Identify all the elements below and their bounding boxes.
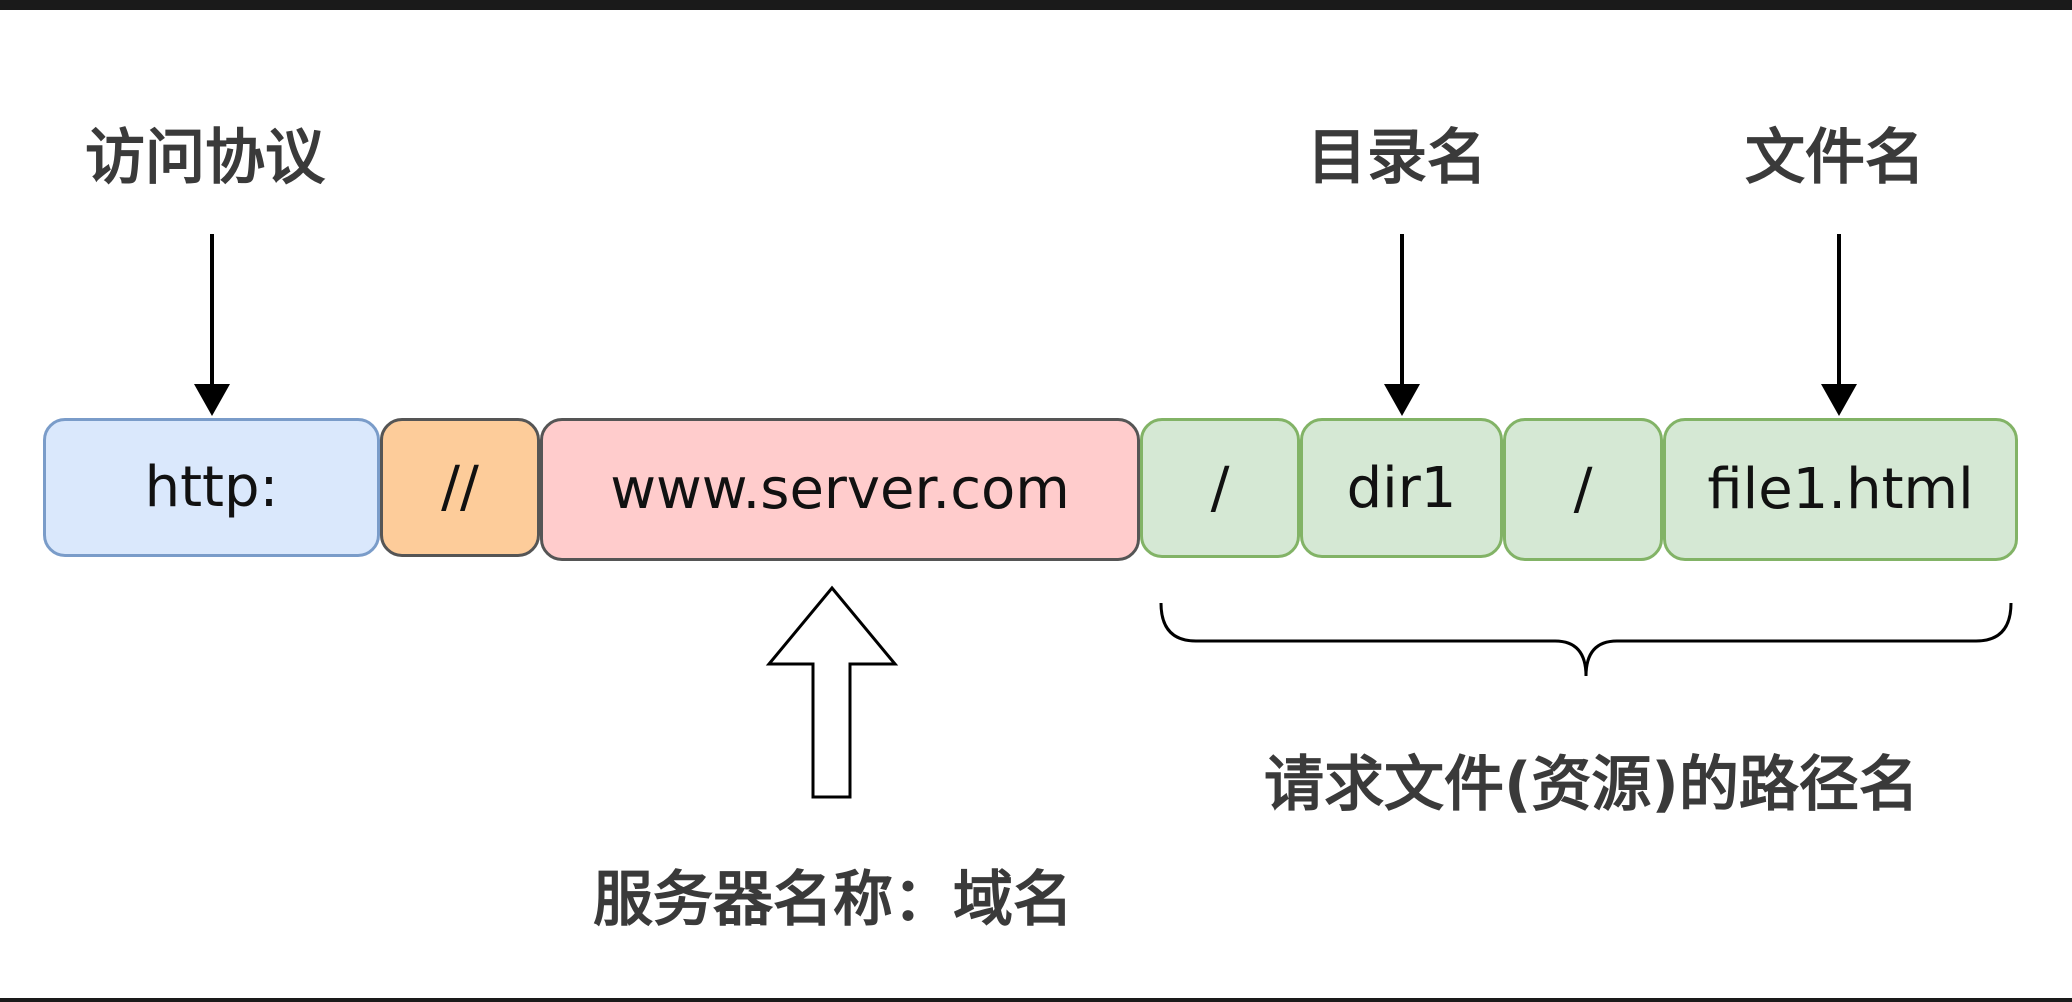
domain-hollow-arrow [765, 585, 899, 799]
segment-protocol: http: [43, 418, 380, 557]
path-brace [1159, 602, 2013, 677]
directory-arrow [1384, 234, 1420, 416]
protocol-label: 访问协议 [85, 123, 325, 193]
segment-filename: file1.html [1663, 418, 2018, 561]
path-label: 请求文件(资源)的路径名 [1264, 750, 1919, 820]
segment-double-slash: // [380, 418, 540, 557]
segment-dir1: dir1 [1300, 418, 1503, 558]
segment-slash-1: / [1140, 418, 1300, 558]
segment-domain: www.server.com [540, 418, 1140, 561]
server-label: 服务器名称：域名 [593, 865, 1073, 935]
filename-arrow [1821, 234, 1857, 416]
segment-slash-2: / [1503, 418, 1663, 561]
protocol-arrow [194, 234, 230, 416]
bottom-border [0, 998, 2072, 1002]
directory-label: 目录名 [1307, 123, 1487, 193]
top-border [0, 0, 2072, 10]
filename-label: 文件名 [1745, 123, 1925, 193]
